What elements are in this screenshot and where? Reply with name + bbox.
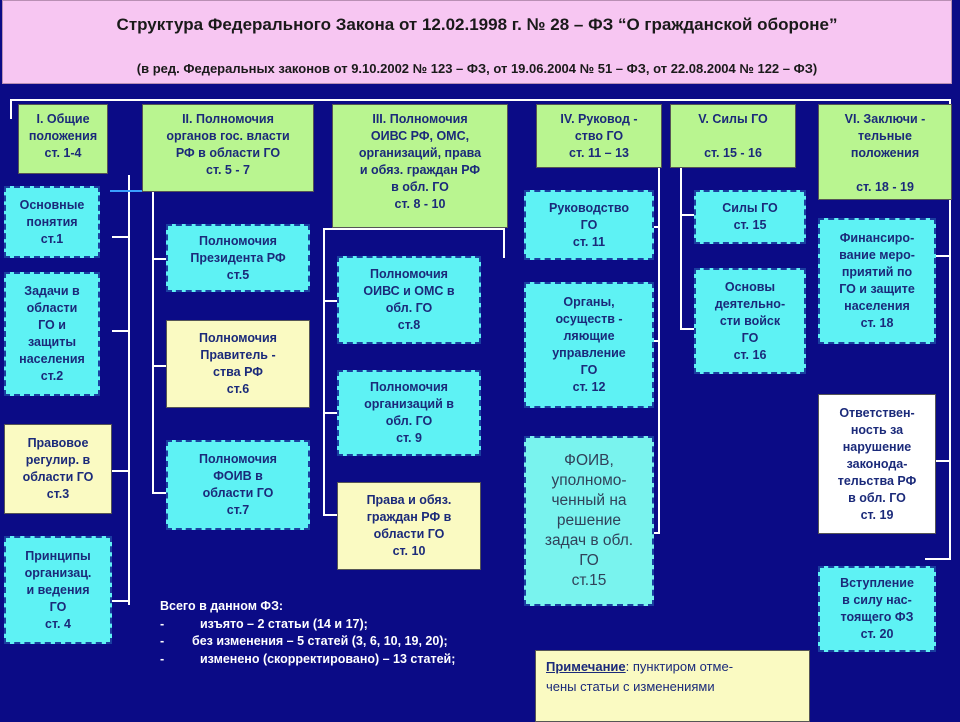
connector <box>658 168 660 534</box>
summary-item: - изменено (скорректировано) – 13 статей… <box>160 651 456 666</box>
connector <box>503 228 505 258</box>
connector <box>112 330 130 332</box>
title-banner: Структура Федерального Закона от 12.02.1… <box>2 0 952 84</box>
article-8: Полномочия ОИВС и ОМС в обл. ГО ст.8 <box>337 256 481 344</box>
chapter-3: III. Полномочия ОИВС РФ, ОМС, организаци… <box>332 104 508 228</box>
connector <box>925 255 951 257</box>
chapter-5: V. Силы ГО ст. 15 - 16 <box>670 104 796 168</box>
article-9: Полномочия организаций в обл. ГО ст. 9 <box>337 370 481 456</box>
summary-item: - без изменения – 5 статей (3, 6, 10, 19… <box>160 634 448 648</box>
connector <box>128 175 130 605</box>
article-18: Финансиро- вание меро- приятий по ГО и з… <box>818 218 936 344</box>
remark-box: Примечание: пунктиром отме- чены статьи … <box>535 650 810 722</box>
chapter-2: II. Полномочия органов гос. власти РФ в … <box>142 104 314 192</box>
article-3: Правовое регулир. в области ГО ст.3 <box>4 424 112 514</box>
article-12: Органы, осуществ - ляющие управление ГО … <box>524 282 654 408</box>
article-15: Силы ГО ст. 15 <box>694 190 806 244</box>
connector <box>152 192 154 494</box>
connector <box>112 236 130 238</box>
connector <box>152 492 166 494</box>
title-main: Структура Федерального Закона от 12.02.1… <box>116 15 838 34</box>
connector <box>152 258 166 260</box>
connector <box>680 168 682 330</box>
connector <box>653 532 660 534</box>
connector <box>112 600 130 602</box>
article-7: Полномочия ФОИВ в области ГО ст.7 <box>166 440 310 530</box>
summary-heading: Всего в данном ФЗ: <box>160 599 284 613</box>
connector <box>323 300 337 302</box>
article-4: Принципы организац. и ведения ГО ст. 4 <box>4 536 112 644</box>
article-19: Ответствен- ность за нарушение законода-… <box>818 394 936 534</box>
connector <box>925 558 951 560</box>
title-subtitle: (в ред. Федеральных законов от 9.10.2002… <box>136 61 818 76</box>
connector <box>949 99 951 559</box>
connector <box>653 226 660 228</box>
article-16: Основы деятельно- сти войск ГО ст. 16 <box>694 268 806 374</box>
connector <box>10 99 12 119</box>
connector <box>323 412 337 414</box>
connector <box>680 214 694 216</box>
chapter-1: I. Общие положения ст. 1-4 <box>18 104 108 174</box>
connector <box>680 328 694 330</box>
connector <box>323 514 337 516</box>
summary-block: Всего в данном ФЗ: - изъято – 2 статьи (… <box>160 598 510 668</box>
article-2: Задачи в области ГО и защиты населения с… <box>4 272 100 396</box>
chapter-4: IV. Руковод - ство ГО ст. 11 – 13 <box>536 104 662 168</box>
connector <box>925 460 951 462</box>
connector <box>323 228 325 516</box>
chapter-6: VI. Заключи - тельные положения ст. 18 -… <box>818 104 952 200</box>
article-11: Руководство ГО ст. 11 <box>524 190 654 260</box>
connector <box>323 228 503 230</box>
article-20: Вступление в силу нас- тоящего ФЗ ст. 20 <box>818 566 936 652</box>
connector <box>112 470 130 472</box>
remark-text: : пунктиром отме- чены статьи с изменени… <box>546 659 734 694</box>
article-5: Полномочия Президента РФ ст.5 <box>166 224 310 292</box>
article-foiv-15: ФОИВ, уполномо- ченный на решение задач … <box>524 436 654 606</box>
summary-item: - изъято – 2 статьи (14 и 17); <box>160 616 368 631</box>
connector <box>152 365 166 367</box>
article-10: Права и обяз. граждан РФ в области ГО ст… <box>337 482 481 570</box>
top-connector <box>10 99 950 101</box>
article-6: Полномочия Правитель - ства РФ ст.6 <box>166 320 310 408</box>
remark-label: Примечание <box>546 659 626 674</box>
article-1: Основные понятия ст.1 <box>4 186 100 258</box>
connector <box>653 340 660 342</box>
